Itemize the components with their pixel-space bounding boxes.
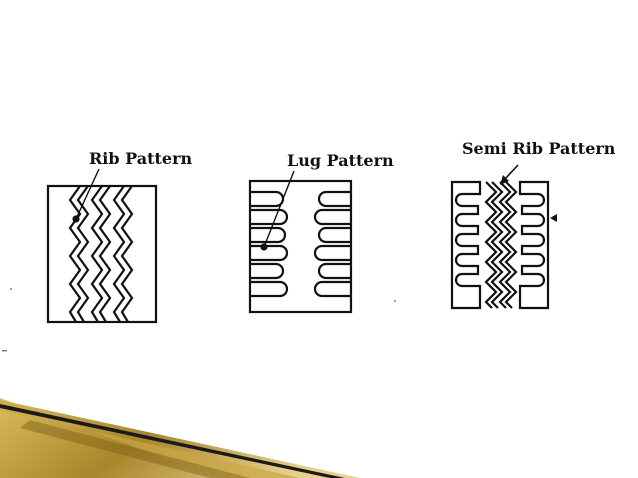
lug-pointer-dot	[260, 243, 268, 251]
semi-rib-side-marker	[550, 214, 557, 222]
semi-rib-arrow-head	[500, 175, 509, 185]
rib-pattern-label: Rib Pattern	[89, 149, 193, 168]
semi-rib-pattern-label: Semi Rib Pattern	[462, 139, 616, 158]
rib-pattern-drawing	[46, 168, 158, 324]
decorative-swoosh	[0, 398, 360, 478]
rib-pointer-dot	[72, 215, 80, 223]
lug-pattern-drawing	[248, 170, 353, 314]
lug-pattern-label: Lug Pattern	[287, 151, 394, 170]
semi-rib-pattern-drawing	[450, 164, 557, 310]
